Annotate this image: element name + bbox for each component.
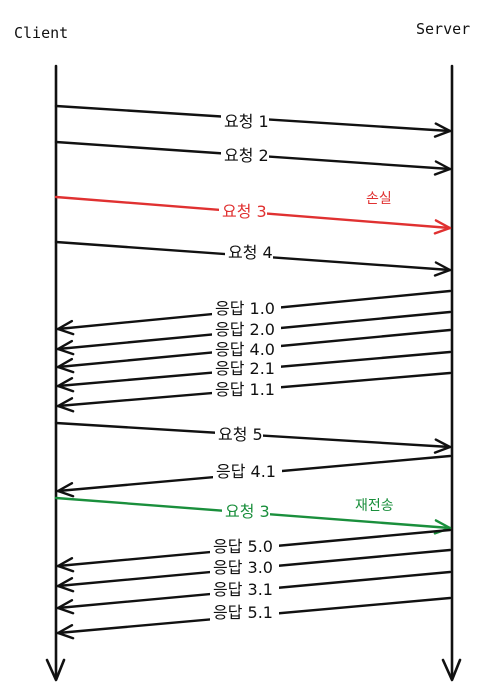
message-label-10: 요청 5 [218,425,263,444]
message-label-6: 응답 2.0 [215,320,275,339]
message-label-bg [219,202,267,221]
lost-note: 손실 [366,191,392,207]
message-label-12: 요청 3 [225,502,270,521]
message-label-7: 응답 4.0 [215,340,275,359]
message-label-bg [212,340,281,359]
message-label-16: 응답 5.1 [213,603,273,622]
message-label-bg [212,359,281,378]
server-label: Server [416,20,470,38]
client-lifeline [45,64,66,682]
message-label-bg [210,537,279,556]
retransmit-note: 재전송 [355,498,394,514]
message-label-bg [210,580,279,599]
message-label-2: 요청 2 [224,146,269,165]
message-label-13: 응답 5.0 [213,537,273,556]
message-label-bg [212,320,281,339]
message-label-8: 응답 2.1 [215,359,275,378]
note-label-bg [364,190,396,207]
message-label-bg [212,380,281,399]
message-label-bg [221,112,269,131]
message-label-5: 응답 1.0 [215,299,275,318]
note-label-bg [353,497,399,514]
message-label-1: 요청 1 [224,112,269,131]
message-label-bg [210,558,279,577]
message-label-9: 응답 1.1 [215,380,275,399]
message-label-bg [215,425,263,444]
message-label-3: 요청 3 [222,202,267,221]
message-label-bg [213,462,282,481]
message-label-bg [210,603,279,622]
message-label-bg [222,502,270,521]
message-label-bg [221,146,269,165]
message-label-4: 요청 4 [228,243,273,262]
message-label-11: 응답 4.1 [216,462,276,481]
message-label-15: 응답 3.1 [213,580,273,599]
message-label-bg [225,243,273,262]
message-label-14: 응답 3.0 [213,558,273,577]
server-lifeline [441,64,462,682]
message-label-bg [212,299,281,318]
client-label: Client [14,24,68,42]
